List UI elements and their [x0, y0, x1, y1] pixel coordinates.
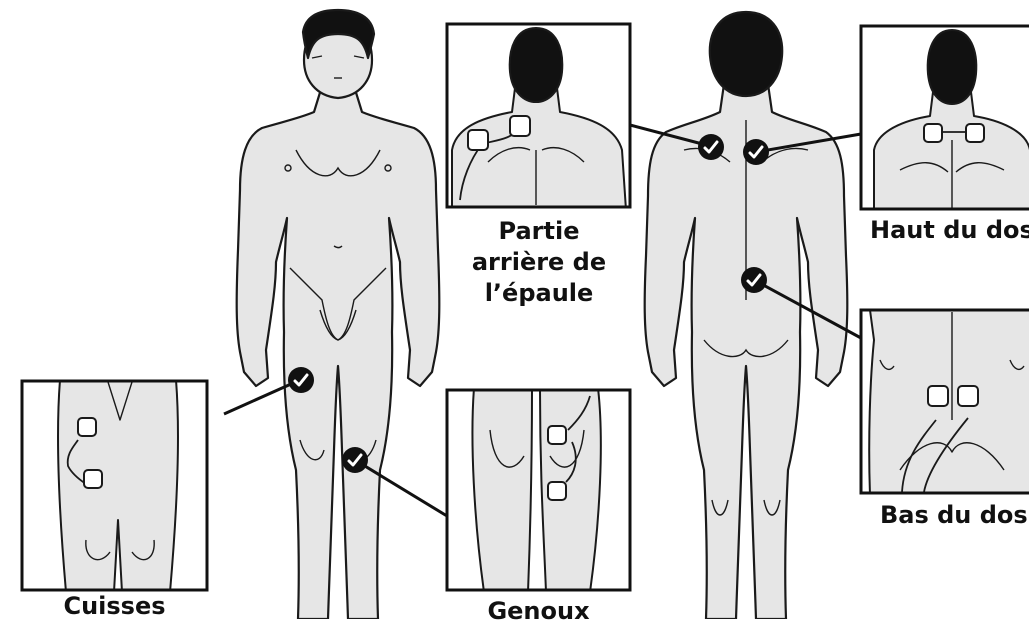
electrode-pad-icon [548, 482, 566, 500]
electrode-pad-icon [78, 418, 96, 436]
electrode-pad-icon [548, 426, 566, 444]
electrode-pad-icon [468, 130, 488, 150]
electrode-pad-icon [924, 124, 942, 142]
electrode-pad-icon [928, 386, 948, 406]
front-body-figure [237, 10, 440, 619]
check-circle-icon [743, 139, 769, 165]
label-upper-back: Haut du dos [870, 215, 1029, 246]
inset-shoulder [447, 24, 630, 210]
label-shoulder-line-3: l’épaule [468, 278, 610, 309]
check-circle-icon [342, 447, 368, 473]
label-shoulder-line-2: arrière de [468, 247, 610, 278]
label-shoulder-line-1: Partie [468, 216, 610, 247]
electrode-pad-icon [958, 386, 978, 406]
inset-knees [447, 388, 630, 592]
electrode-pad-icon [966, 124, 984, 142]
label-shoulder: Partie arrière de l’épaule [468, 216, 610, 309]
label-knees: Genoux [447, 596, 630, 627]
label-lower-back: Bas du dos [880, 500, 1028, 531]
inset-thighs [22, 380, 207, 592]
inset-upper-back [861, 26, 1029, 212]
check-circle-icon [698, 134, 724, 160]
check-circle-icon [741, 267, 767, 293]
inset-lower-back [861, 310, 1029, 495]
electrode-pad-icon [84, 470, 102, 488]
electrode-pad-icon [510, 116, 530, 136]
label-thighs: Cuisses [22, 591, 207, 622]
check-circle-icon [288, 367, 314, 393]
